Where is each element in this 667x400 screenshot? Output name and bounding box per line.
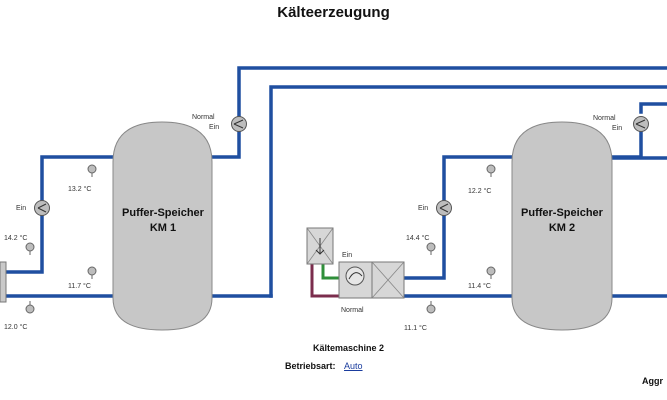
km2-top-pump-status-1: Normal [593, 115, 616, 122]
km2-temp-sensor-lower-icon [486, 266, 496, 279]
km1-temp-sensor-left-upper-icon [25, 242, 35, 255]
km1-tank-title: Puffer-Speicher [122, 207, 204, 219]
km2-temp-upper: 12.2 °C [468, 188, 492, 195]
km2-buffer-tank[interactable] [511, 121, 613, 331]
km1-temp-upper: 13.2 °C [68, 186, 92, 193]
km1-temp-sensor-upper-icon [87, 164, 97, 177]
km2-left-pump-icon[interactable] [436, 200, 452, 216]
km2-left-pump-status: Ein [418, 205, 429, 212]
machine-hot-pipe [310, 264, 339, 298]
operating-mode-label: Betriebsart: [285, 361, 336, 371]
pipe-network [4, 66, 667, 298]
km1-tank-sub: KM 1 [149, 222, 177, 234]
chiller-status-on: Ein [342, 252, 353, 259]
km1-temp-sensor-lower-icon [87, 266, 97, 279]
km1-temp-sensor-left-lower-icon [25, 301, 35, 314]
km1-temp-left-upper: 14.2 °C [4, 235, 28, 242]
supply-header-pipe [237, 66, 667, 120]
chiller-status-mode: Normal [341, 307, 364, 314]
km1-tank-label: Puffer-Speicher KM 1 [113, 206, 213, 236]
km1-top-outlet-pipe [210, 118, 241, 159]
km1-top-pump-status-1: Normal [192, 114, 215, 121]
tanks [112, 121, 613, 331]
km1-buffer-tank[interactable] [112, 121, 213, 331]
machine-green-pipe [321, 264, 339, 280]
operating-mode-link[interactable]: Auto [344, 361, 363, 371]
aggregate-label-cutoff: Aggr [642, 376, 663, 386]
km2-left-pipe [402, 214, 446, 280]
return-header-pipe [269, 85, 667, 298]
km2-top-pump-icon[interactable] [633, 116, 649, 132]
page-title: Kälteerzeugung [277, 4, 390, 21]
km1-upper-inlet-pipe [40, 155, 115, 202]
km1-temp-left-lower: 12.0 °C [4, 324, 28, 331]
km1-heat-exchanger-icon [0, 261, 7, 303]
km1-top-pump-icon[interactable] [231, 116, 247, 132]
km1-left-pipe [4, 214, 44, 274]
km1-top-pump-status-2: Ein [209, 124, 220, 131]
km2-temp-left-upper: 14.4 °C [406, 235, 430, 242]
km2-temp-lower: 11.4 °C [468, 283, 491, 290]
km1-left-pump-icon[interactable] [34, 200, 50, 216]
chiller-name: Kältemaschine 2 [313, 343, 385, 353]
km2-tank-title: Puffer-Speicher [521, 207, 603, 219]
km2-top-right-pipe [639, 102, 667, 114]
km2-tank-label: Puffer-Speicher KM 2 [512, 206, 612, 236]
km2-tank-sub: KM 2 [548, 222, 576, 234]
km1-temp-lower: 11.7 °C [68, 283, 91, 290]
km2-upper-inlet-pipe [442, 155, 514, 202]
chiller-km2[interactable] [306, 227, 405, 299]
km2-temp-sensor-upper-icon [486, 164, 496, 177]
km2-temp-sensor-left-lower-icon [426, 301, 436, 314]
km2-temp-sensor-left-upper-icon [426, 242, 436, 255]
km1-left-pump-status: Ein [16, 205, 27, 212]
operating-mode-row: Betriebsart: Auto [285, 361, 363, 371]
km2-temp-left-lower: 11.1 °C [404, 325, 427, 332]
km2-top-pump-status-2: Ein [612, 125, 623, 132]
